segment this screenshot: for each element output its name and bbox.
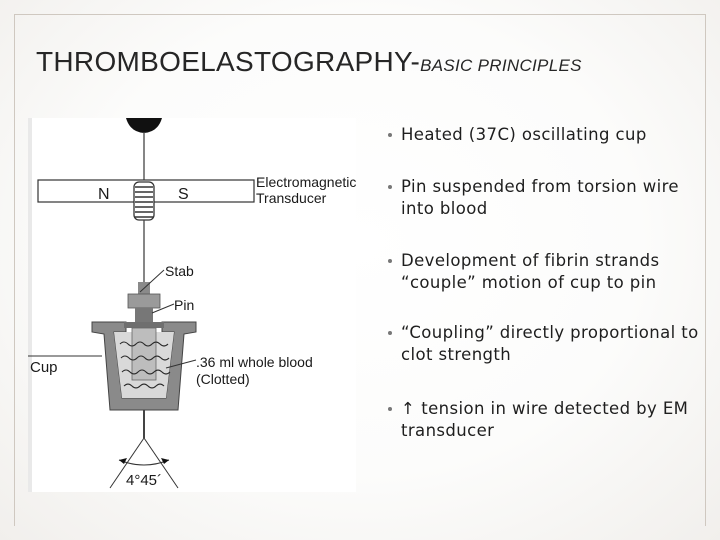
pin-stem (135, 308, 153, 322)
title-subtitle: BASIC PRINCIPLES (420, 56, 582, 75)
clotted-blood-strands (119, 341, 171, 389)
bullet-dot (388, 407, 392, 411)
bullet-dot (388, 331, 392, 335)
stab-label: Stab (165, 263, 194, 279)
bullet-item: “Coupling” directly proportional to clot… (388, 322, 708, 366)
blood-leader (165, 359, 197, 369)
angle-arrow-left (119, 458, 127, 464)
teg-diagram-svg: N S Electromagnetic Transducer Stab Pin (28, 118, 356, 492)
pin-label: Pin (174, 297, 194, 313)
bullet-text: Development of fibrin strands “couple” m… (401, 251, 660, 292)
cup-label: Cup (30, 359, 58, 376)
frame-line-right (705, 14, 706, 526)
blood-label-line1: .36 ml whole blood (196, 354, 313, 370)
stab-block (127, 293, 161, 309)
pin-body (131, 327, 157, 381)
pin-head (124, 322, 164, 328)
teg-diagram: N S Electromagnetic Transducer Stab Pin (28, 118, 356, 492)
frame-line-left (14, 14, 15, 526)
bullet-item: ↑tension in wire detected by EM transduc… (388, 398, 708, 442)
bullet-text-container: ↑tension in wire detected by EM transduc… (401, 398, 708, 442)
bullet-dot (388, 259, 392, 263)
bullet-item: Development of fibrin strands “couple” m… (388, 250, 708, 294)
angle-label: 4°45´ (126, 472, 162, 489)
bullet-item: Pin suspended from torsion wire into blo… (388, 176, 708, 220)
frame-line-top (14, 14, 706, 15)
bullet-item: Heated (37C) oscillating cup (388, 124, 708, 146)
bullet-text: Heated (37C) oscillating cup (401, 125, 647, 144)
bullet-text: Pin suspended from torsion wire into blo… (401, 177, 679, 218)
magnet-north-label: N (98, 186, 110, 203)
angle-arrow-right (161, 458, 169, 464)
transducer-label-line1: Electromagnetic (256, 174, 356, 190)
bullet-dot (388, 185, 392, 189)
diagram-edge (28, 118, 32, 492)
stab-leader (139, 269, 165, 293)
title-main: THROMBOELASTOGRAPHY- (36, 46, 421, 77)
transducer-label-line2: Transducer (256, 190, 327, 206)
suspension-mount (126, 118, 162, 133)
coil-windings (135, 186, 153, 218)
bullet-text: tension in wire detected by EM transduce… (401, 399, 689, 440)
magnet-south-label: S (178, 186, 189, 203)
pin-leader (151, 303, 175, 314)
bullet-text: “Coupling” directly proportional to clot… (401, 323, 699, 364)
bullet-dot (388, 133, 392, 137)
up-arrow-icon: ↑ (401, 399, 416, 418)
blood-label-line2: (Clotted) (196, 371, 250, 387)
slide-title: THROMBOELASTOGRAPHY-BASIC PRINCIPLES (36, 46, 582, 78)
